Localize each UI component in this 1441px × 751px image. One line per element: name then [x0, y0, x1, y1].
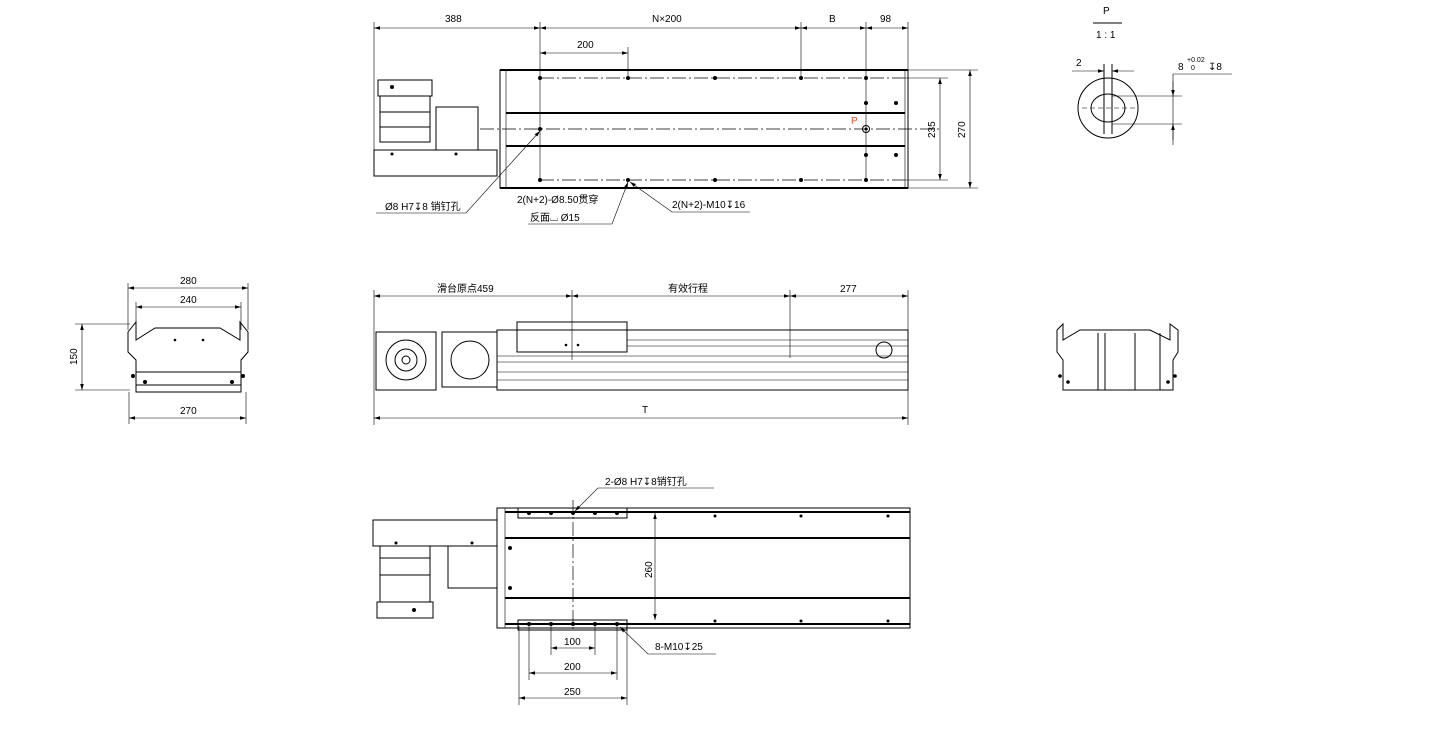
dim-200: 200 — [577, 40, 594, 51]
point-p-label: P — [851, 116, 858, 127]
note-thread: 2(N+2)-M10↧16 — [672, 200, 746, 211]
detail-tol-lower: 0 — [1191, 65, 1195, 72]
dim-98: 98 — [880, 14, 892, 25]
note-counterbore: 反面⌴ Ø15 — [530, 212, 580, 224]
note-pin-hole: Ø8 H7↧8 销钉孔 — [385, 200, 461, 213]
dim-260: 260 — [644, 561, 655, 578]
detail-depth: ↧8 — [1208, 62, 1222, 73]
detail-title: P — [1103, 6, 1110, 17]
dim-100: 100 — [564, 637, 581, 648]
dim-pitch: N×200 — [652, 14, 682, 25]
detail-dim-8: 8 — [1178, 62, 1184, 73]
dim-240: 240 — [180, 295, 197, 306]
note-through-hole: 2(N+2)-Ø8.50贯穿 — [517, 193, 598, 206]
dim-388: 388 — [445, 14, 462, 25]
detail-tol-upper: +0.02 — [1187, 57, 1205, 64]
dim-280: 280 — [180, 276, 197, 287]
note-threads: 8-M10↧25 — [655, 642, 703, 653]
detail-p: P 1 : 1 2 8 +0.02 0 ↧8 — [1072, 6, 1232, 145]
end-view: 280 240 150 270 — [69, 276, 249, 424]
front-view: 滑台原点459 有效行程 277 T — [373, 282, 909, 425]
dim-origin: 滑台原点459 — [437, 282, 494, 295]
dim-total: T — [642, 405, 648, 416]
detail-scale: 1 : 1 — [1096, 30, 1116, 41]
bottom-view: 260 2-Ø8 H7↧8销钉孔 8-M10↧25 100 200 250 — [372, 475, 911, 705]
top-view: 388 N×200 B 98 200 P 235 270 Ø8 H7↧8 销钉孔… — [373, 14, 978, 225]
right-end-view — [1056, 322, 1179, 391]
detail-dim-2: 2 — [1076, 58, 1082, 69]
dim-235: 235 — [927, 121, 938, 138]
dim-b: B — [829, 14, 836, 25]
dim-stroke: 有效行程 — [668, 282, 708, 295]
dim-200-b: 200 — [564, 662, 581, 673]
dim-270-base: 270 — [180, 406, 197, 417]
dim-270: 270 — [957, 121, 968, 138]
note-pin-holes: 2-Ø8 H7↧8销钉孔 — [605, 475, 687, 488]
dim-150: 150 — [69, 348, 80, 365]
dim-250: 250 — [564, 687, 581, 698]
dim-277: 277 — [840, 284, 857, 295]
